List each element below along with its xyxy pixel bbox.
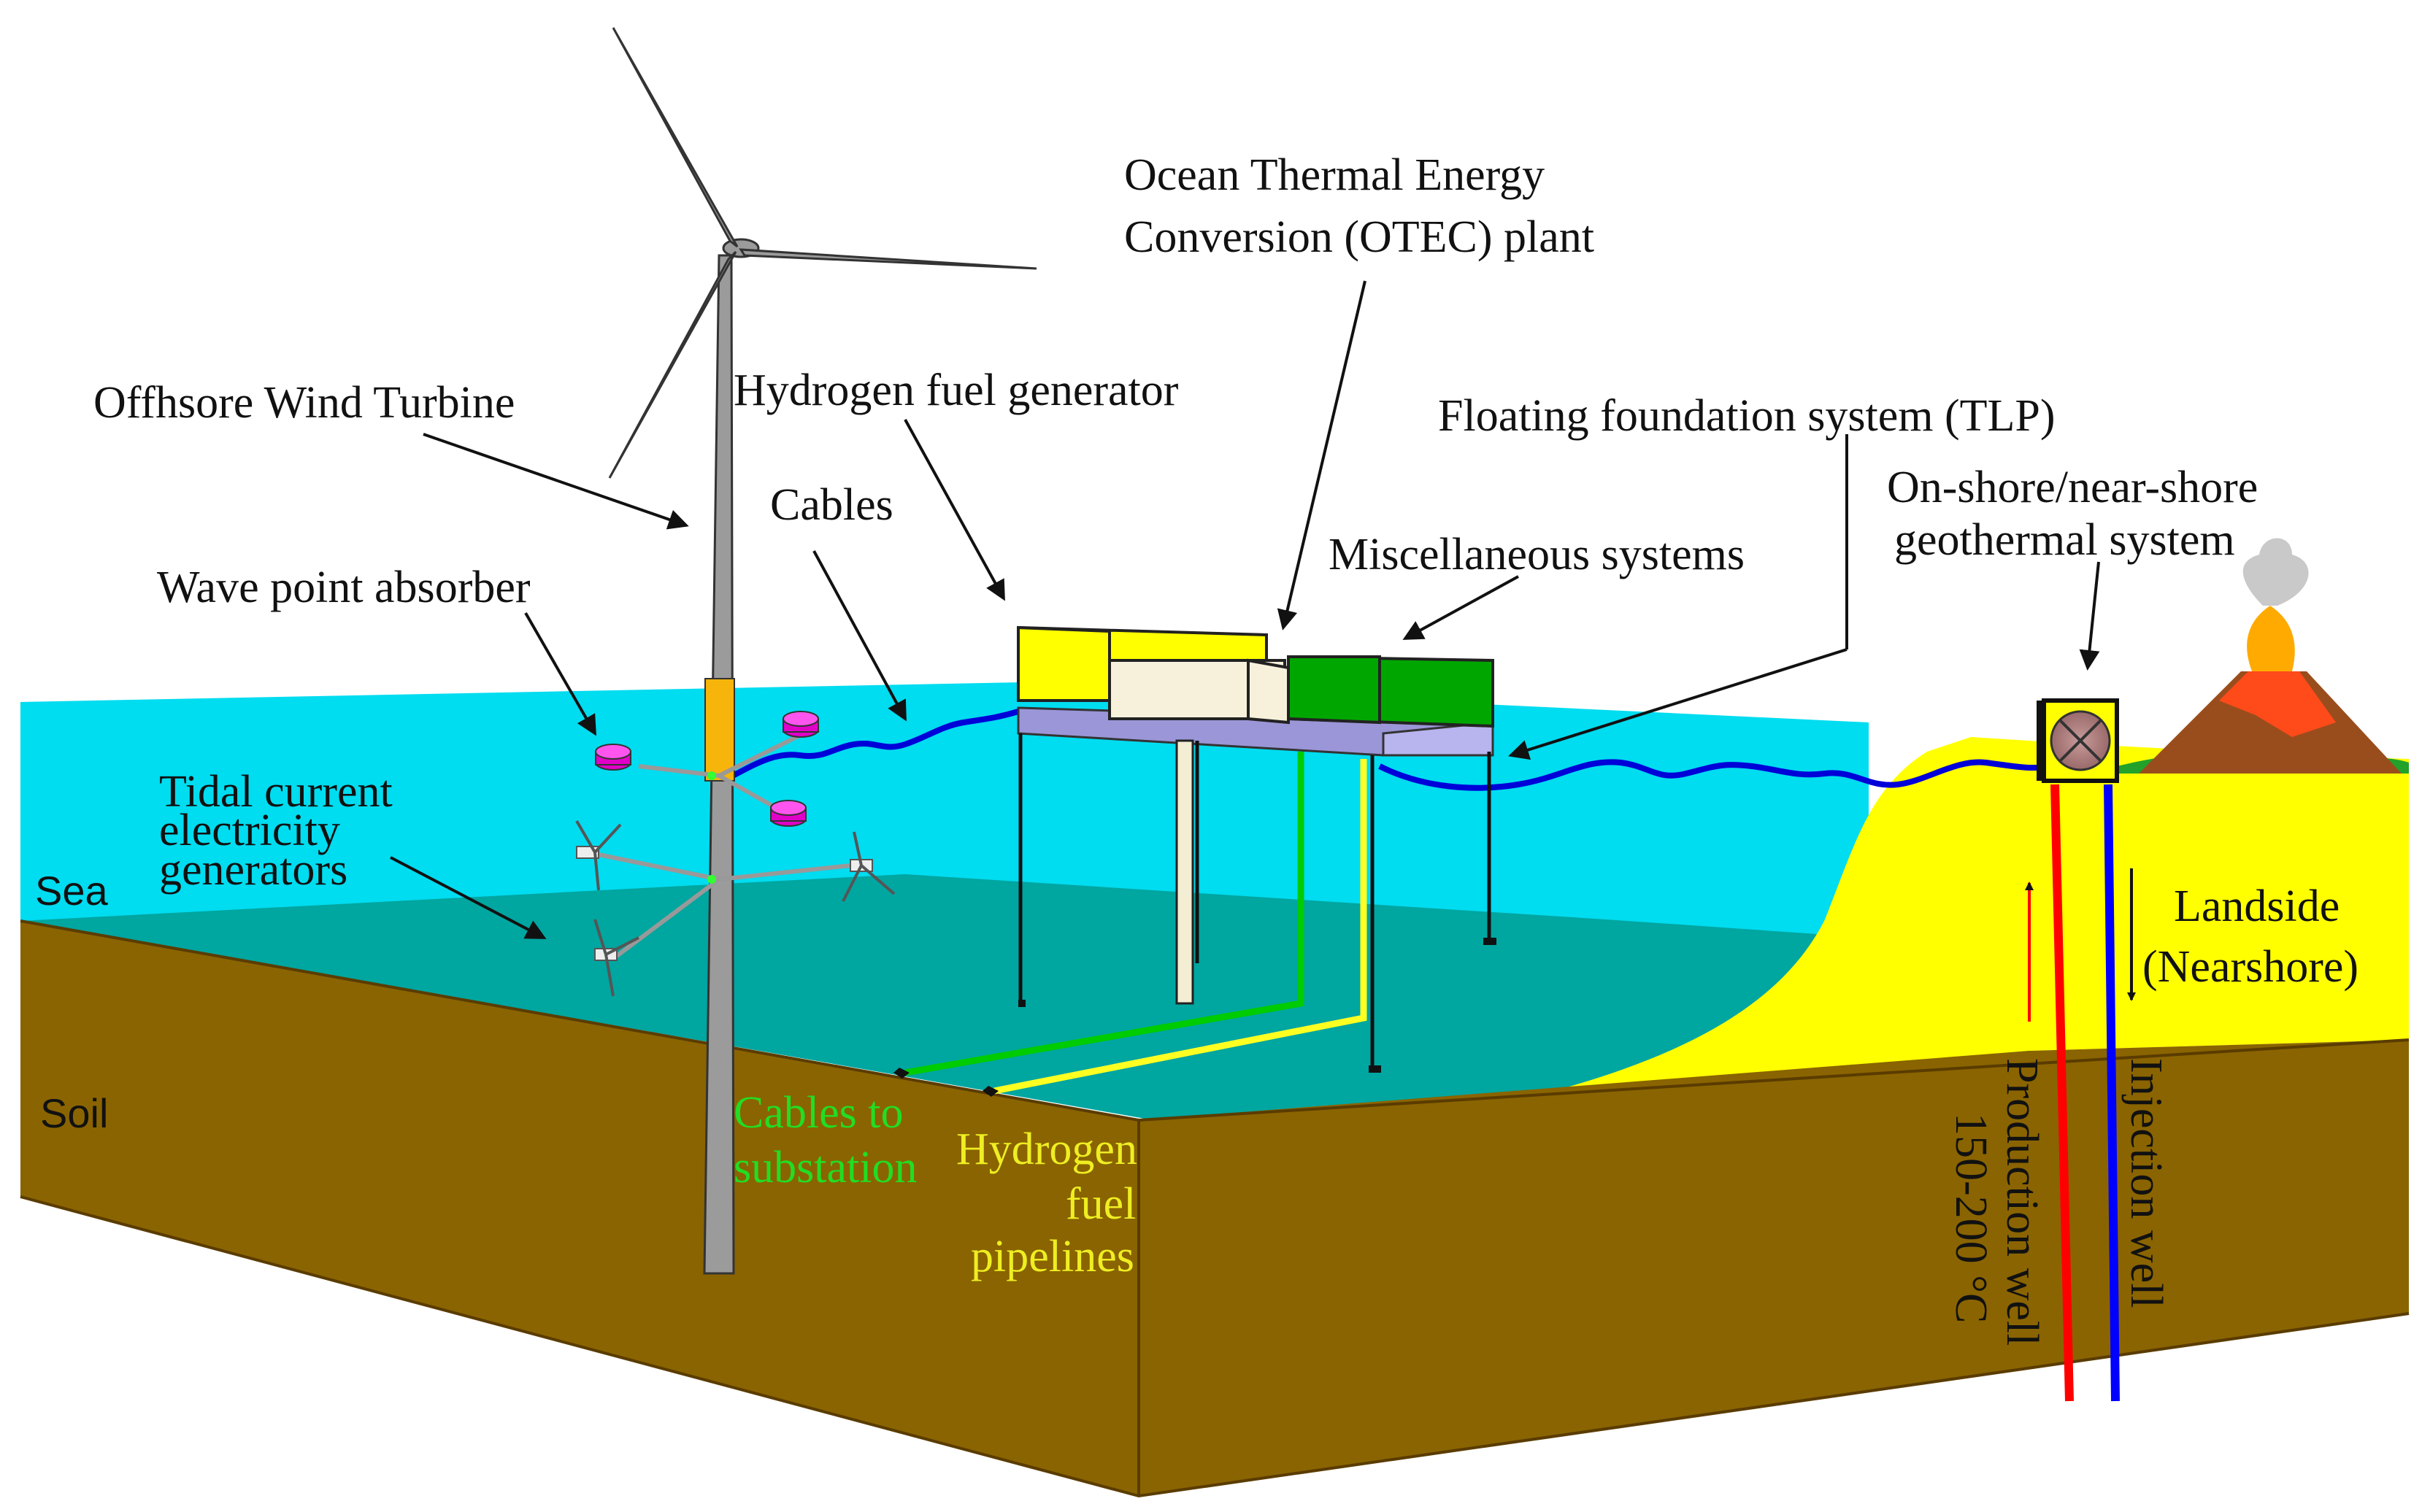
label-landside-line1: Landside (2174, 882, 2340, 931)
wave-point-absorbers (595, 711, 819, 827)
absorber-hub (707, 771, 716, 780)
tidal-current-generators (575, 819, 896, 997)
label-sea: Sea (35, 868, 108, 914)
label-otec-line1: Ocean Thermal Energy (1124, 150, 1545, 200)
label-cables-substation-line1: Cables to (734, 1088, 903, 1138)
label-cables-substation-line2: substation (734, 1143, 917, 1192)
label-tidal-line1: Tidal current (159, 767, 393, 817)
otec-platform (1017, 625, 1496, 1073)
label-hydrogen-pipelines-line2: fuel (1066, 1179, 1136, 1229)
label-floating-foundation: Floating foundation system (TLP) (1438, 391, 2056, 441)
volcano (2139, 538, 2402, 774)
label-tidal-line2: electricity (159, 806, 340, 855)
label-tidal-line3: generators (159, 845, 347, 895)
label-cables: Cables (770, 480, 893, 530)
soil-front-face (20, 921, 1139, 1496)
absorber-buoy (770, 800, 807, 827)
label-soil: Soil (40, 1090, 108, 1136)
label-hydrogen-generator: Hydrogen fuel generator (734, 366, 1179, 415)
label-otec-line2: Conversion (OTEC) plant (1124, 212, 1594, 262)
label-misc-systems: Miscellaneous systems (1329, 530, 1745, 579)
cable-end-marker (893, 1068, 910, 1079)
label-wave-absorber: Wave point absorber (157, 563, 531, 612)
pipe-end-marker (983, 1086, 999, 1097)
absorber-buoy (595, 744, 631, 771)
label-production-well-line1: Production well (1997, 1058, 2047, 1346)
wind-turbine (608, 27, 1037, 1275)
label-injection-well: Injection well (2121, 1058, 2171, 1308)
power-cable-to-substation (904, 752, 1304, 1076)
label-geothermal-line1: On-shore/near-shore (1887, 463, 2258, 512)
tidal-hub (707, 875, 716, 884)
transmission-cable (728, 709, 1020, 780)
label-hydrogen-pipelines-line1: Hydrogen (956, 1125, 1137, 1174)
transmission-cable-east (1378, 759, 2052, 791)
soil-right-face (1139, 1040, 2409, 1496)
label-geothermal-line2: geothermal system (1894, 515, 2235, 565)
label-production-well-line2: 150-200 °C (1946, 1113, 1996, 1323)
nearshore-sand (1540, 737, 2409, 1095)
geothermal-system (2025, 698, 2136, 1402)
label-landside-line2: (Nearshore) (2142, 942, 2358, 992)
label-hydrogen-pipelines-line3: pipelines (971, 1232, 1134, 1281)
soil-bottom-edge (20, 1195, 2410, 1498)
leader-arrows (390, 280, 2100, 939)
absorber-buoy (783, 711, 819, 738)
label-wind-turbine: Offhsore Wind Turbine (93, 378, 515, 428)
hydrogen-pipeline (993, 759, 1367, 1095)
